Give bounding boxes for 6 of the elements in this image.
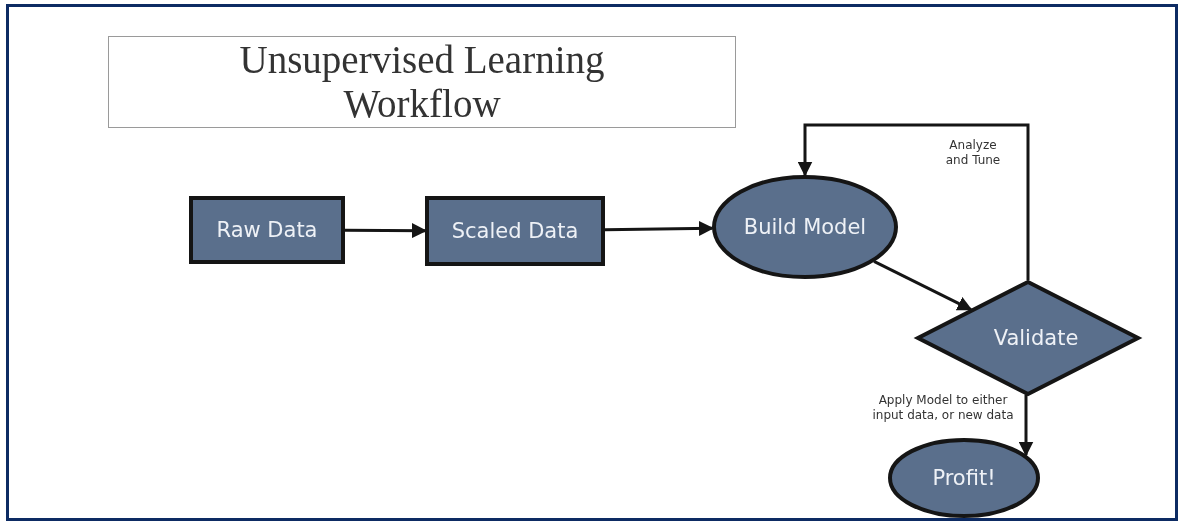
- node-label: Validate: [992, 325, 1080, 352]
- node-label: Scaled Data: [450, 218, 580, 245]
- node-label: Build Model: [742, 214, 868, 241]
- title: Unsupervised Learning Workflow: [238, 38, 606, 126]
- node-label: Raw Data: [215, 217, 319, 244]
- node-label: Profit!: [931, 465, 997, 492]
